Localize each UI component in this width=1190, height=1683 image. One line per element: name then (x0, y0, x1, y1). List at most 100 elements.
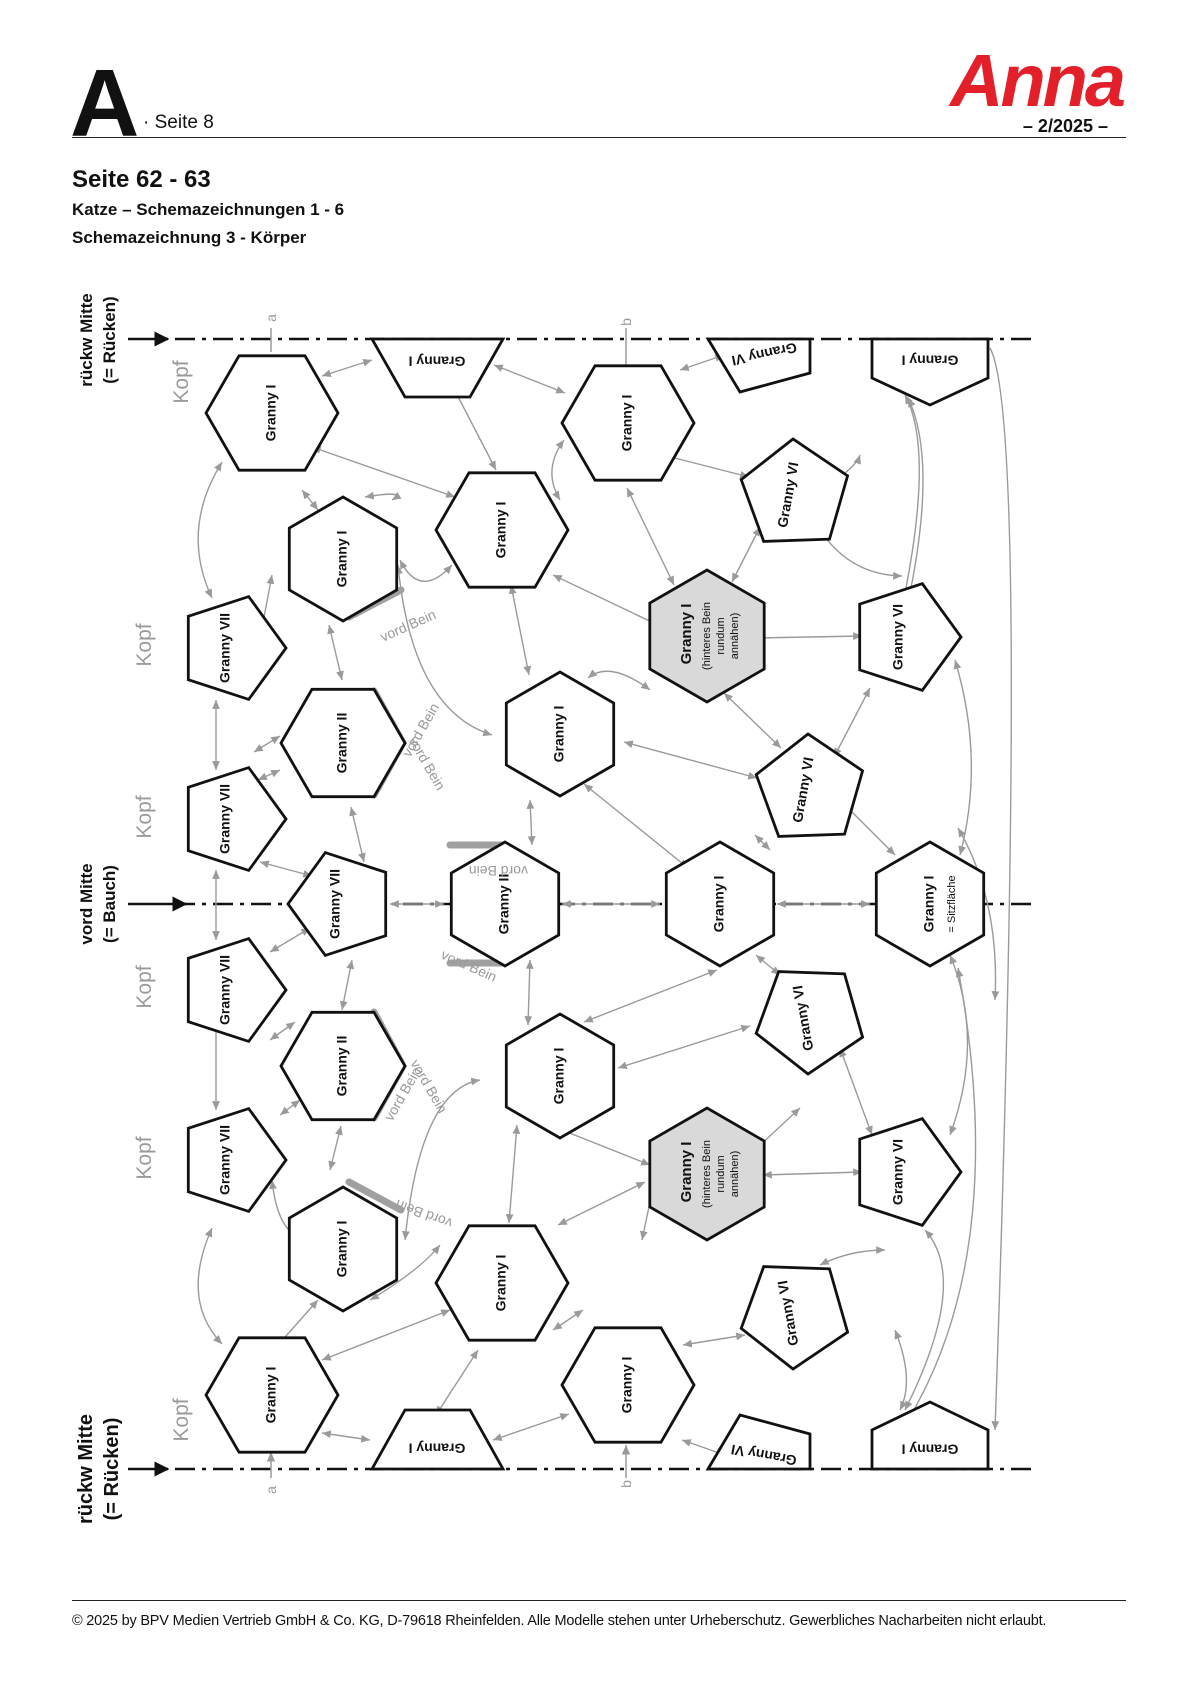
hexagon-piece (504, 1012, 616, 1140)
head-label: Kopf (170, 360, 193, 403)
piece-label: Granny I (921, 876, 937, 933)
page-number: · Seite 8 (143, 112, 214, 133)
piece-label: Granny I (619, 1357, 635, 1414)
pentagon-piece (186, 594, 288, 702)
piece-note: (hinteres Bein (701, 602, 713, 670)
issue-number: – 2/2025 – (1022, 116, 1108, 136)
piece-note: rundum (715, 617, 727, 654)
hexagon-piece (279, 1010, 407, 1122)
pentagon-piece (858, 582, 963, 692)
pentagon-piece (286, 850, 388, 958)
piece-label: Granny II (334, 1036, 350, 1097)
piece-label: Granny I (493, 1255, 509, 1312)
back-centre-label-top: rückw Mitte (77, 293, 96, 387)
piece-label: Granny I (409, 353, 466, 369)
piece-note: (hinteres Bein (701, 1140, 713, 1208)
back-centre-label-bottom: rückw Mitte (75, 1414, 97, 1524)
piece-label: Granny II (334, 713, 350, 774)
hexagon-piece (287, 495, 399, 623)
piece-label: Granny I (619, 395, 635, 452)
half-piece (870, 337, 990, 407)
piece-label: Granny I (711, 876, 727, 933)
page-title: Seite 62 - 63 (72, 166, 211, 193)
hexagon-piece (204, 1336, 340, 1454)
seam-mark-b: b (618, 318, 634, 326)
half-piece (705, 337, 812, 394)
piece-label: Granny VII (217, 784, 233, 854)
highlighted-hexagon (648, 568, 766, 704)
head-label: Kopf (133, 795, 156, 838)
subtitle-pattern: Katze – Schemazeichnungen 1 - 6 (72, 200, 345, 219)
pentagon-piece (754, 970, 865, 1076)
front-leg-note: vord Bein (469, 863, 528, 879)
header-rule (72, 137, 1126, 138)
piece-label: Granny I (551, 1048, 567, 1105)
pentagon-piece (754, 732, 865, 838)
front-leg-note: vord Bein (378, 606, 439, 645)
magazine-logo-letter: A (70, 50, 139, 157)
front-leg-note: vord Bein (393, 1197, 454, 1232)
half-piece (369, 1408, 506, 1471)
brand-logo: Anna (950, 39, 1126, 122)
piece-label: Granny I (902, 352, 959, 368)
head-label: Kopf (170, 1398, 193, 1441)
pentagon-piece (186, 1106, 288, 1214)
belly-centre-label: vord Mitte (77, 863, 96, 944)
pentagon-piece (739, 1265, 850, 1371)
piece-label: Granny VII (217, 613, 233, 683)
piece-label: Granny I (678, 604, 695, 665)
hexagon-piece (449, 840, 561, 968)
half-piece (870, 1400, 990, 1471)
piece-label: Granny I (334, 1221, 350, 1278)
piece-note: annähen) (729, 613, 741, 660)
hexagon-piece (560, 364, 696, 482)
pentagon-piece (186, 765, 288, 873)
subtitle-diagram: Schemazeichnung 3 - Körper (72, 228, 307, 247)
hexagon-piece (287, 1185, 399, 1313)
hexagon-piece (504, 670, 616, 798)
piece-note: rundum (715, 1155, 727, 1192)
pentagon-piece (858, 1117, 963, 1227)
belly-centre-note: (= Bauch) (100, 865, 119, 943)
piece-label: Granny I (493, 502, 509, 559)
piece-label: Granny I (902, 1441, 959, 1457)
piece-label: Granny II (496, 874, 512, 935)
footer-rule (72, 1600, 1126, 1601)
hexagon-piece (204, 354, 340, 472)
hexagon-piece (874, 840, 986, 968)
highlighted-hexagon (648, 1106, 766, 1242)
copyright-footer: © 2025 by BPV Medien Vertrieb GmbH & Co.… (72, 1613, 1047, 1629)
pentagon-piece (186, 936, 288, 1044)
seam-mark-a: a (263, 1486, 279, 1494)
piece-label: Granny I (551, 706, 567, 763)
granny-pieces (186, 337, 990, 1471)
piece-label: Granny I (334, 531, 350, 588)
piece-note: annähen) (729, 1151, 741, 1198)
pentagon-piece (739, 437, 850, 543)
head-label: Kopf (133, 623, 156, 666)
half-piece (369, 337, 506, 399)
hexagon-piece (664, 840, 776, 968)
back-centre-note-bottom: (= Rücken) (101, 1418, 123, 1521)
hexagon-piece (279, 687, 407, 799)
hexagon-piece (434, 471, 570, 589)
hexagon-piece (560, 1326, 696, 1444)
half-piece (705, 1413, 812, 1471)
hexagon-piece (434, 1224, 570, 1342)
head-label: Kopf (133, 965, 156, 1008)
seam-mark-a: a (263, 314, 279, 322)
piece-label: Granny I (263, 385, 279, 442)
back-centre-note-top: (= Rücken) (100, 296, 119, 383)
piece-label: Granny VI (890, 1139, 906, 1205)
piece-label: Granny VII (217, 955, 233, 1025)
piece-label: Granny I (263, 1367, 279, 1424)
piece-label: Granny I (678, 1142, 695, 1203)
head-label: Kopf (133, 1136, 156, 1179)
piece-label: Granny VI (890, 604, 906, 670)
seam-mark-b: b (618, 1480, 634, 1488)
piece-label: Granny VII (217, 1125, 233, 1195)
piece-label: Granny VII (327, 869, 343, 939)
seat-note: = Sitzfläche (946, 875, 958, 932)
piece-label: Granny I (409, 1440, 466, 1456)
